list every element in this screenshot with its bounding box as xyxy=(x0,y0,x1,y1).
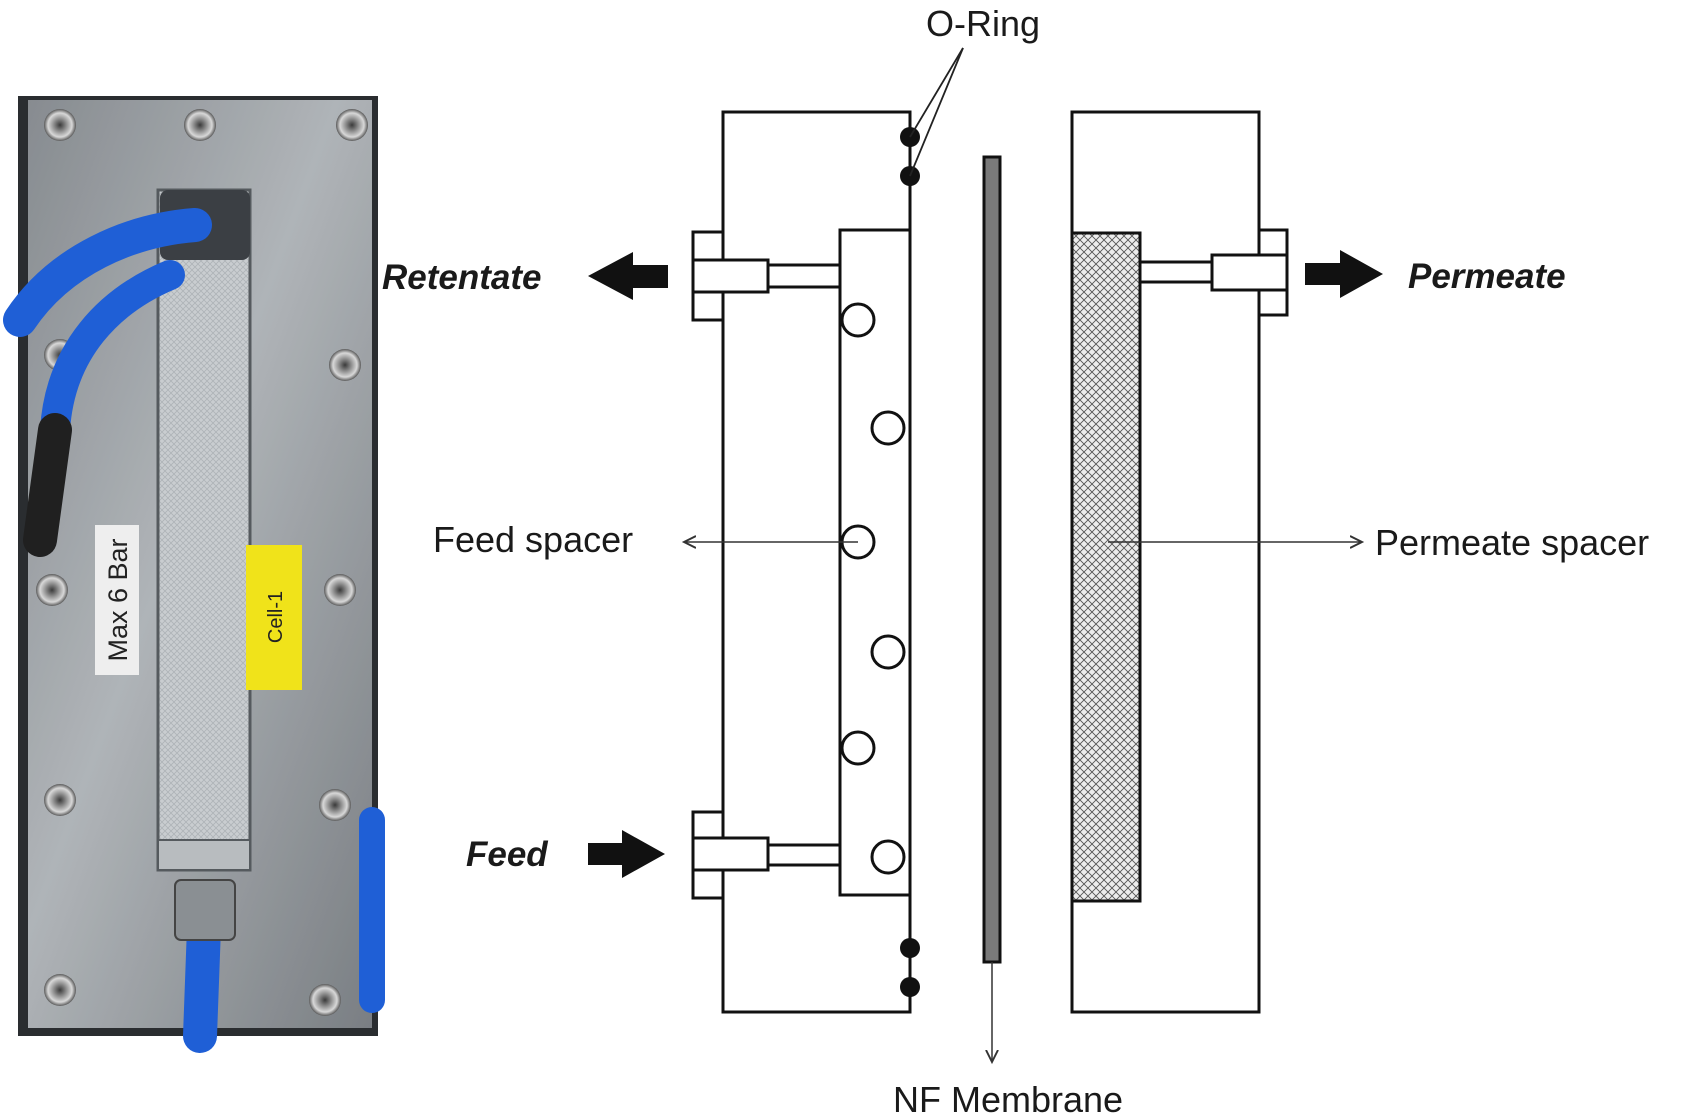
cell-label-text: Cell-1 xyxy=(265,591,287,643)
feed-side-block xyxy=(691,110,912,1014)
permeate-arrow xyxy=(1305,250,1383,298)
nf-membrane xyxy=(982,155,1002,964)
nf-membrane-label: NF Membrane xyxy=(893,1079,1123,1119)
o-ring-label: O-Ring xyxy=(926,3,1040,44)
photo-screws xyxy=(36,109,368,1016)
o-ring-leader-lines xyxy=(909,47,964,177)
pressure-label-text: Max 6 Bar xyxy=(103,538,133,661)
feed-arrow xyxy=(588,830,665,878)
photo-membrane-window xyxy=(156,188,252,872)
retentate-label: Retentate xyxy=(382,258,541,297)
feed-label: Feed xyxy=(466,835,548,874)
cell-photo: Max 6 Bar Cell-1 xyxy=(3,96,385,1053)
feed-spacer-label: Feed spacer xyxy=(433,519,633,560)
permeate-side-block xyxy=(1070,110,1289,1014)
feed-spacer-filaments xyxy=(840,302,906,875)
permeate-spacer-label: Permeate spacer xyxy=(1375,522,1649,563)
retentate-arrow xyxy=(588,252,668,300)
pressure-label: Max 6 Bar xyxy=(95,525,139,675)
permeate-label: Permeate xyxy=(1408,257,1566,296)
cell-label: Cell-1 xyxy=(246,545,302,690)
